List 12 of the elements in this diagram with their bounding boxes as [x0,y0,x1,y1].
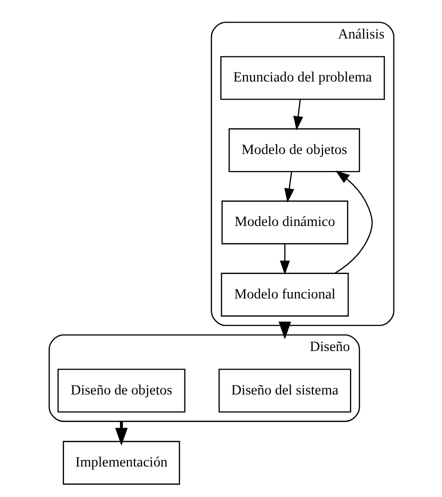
node-box: Diseño del sistema [218,368,351,412]
node-box: Diseño de objetos [57,368,185,412]
arrow [284,172,294,203]
node-box: Enunciado del problema [220,56,384,100]
arrow [292,99,303,130]
arrow [279,244,290,275]
arrow [278,322,291,340]
node-box: Modelo funcional [220,272,348,317]
arrow [334,170,372,274]
node-box: Modelo dinámico [221,200,348,244]
node-box: Implementación [62,440,180,485]
node-box: Modelo de objetos [228,128,360,172]
